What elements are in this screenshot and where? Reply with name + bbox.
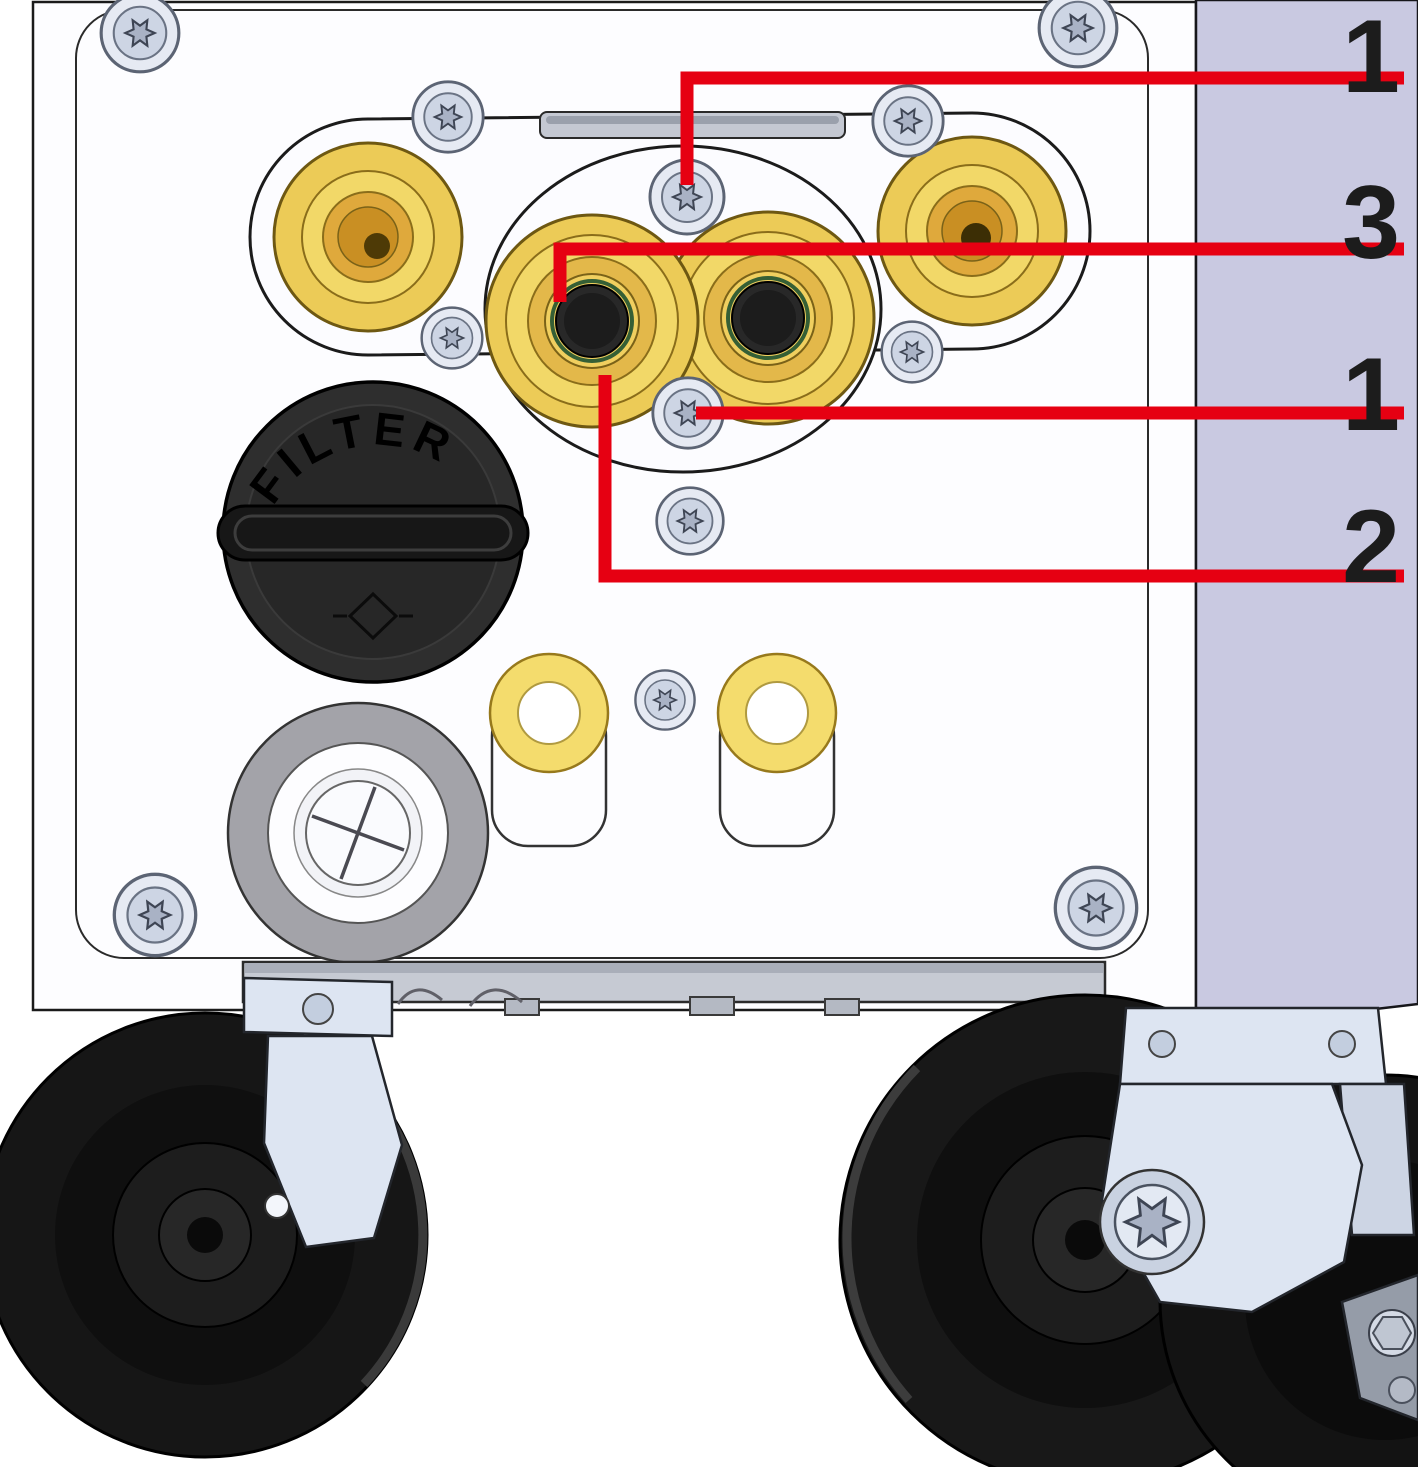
callout-line-3	[553, 242, 1404, 302]
round-bushing	[226, 701, 490, 965]
panel-screw-bottom-right	[1055, 867, 1136, 948]
ring-hole	[745, 681, 809, 745]
caster-left-kingpin	[302, 993, 334, 1025]
o-ring	[726, 276, 810, 360]
callout-line-1-top	[680, 71, 1404, 185]
callout-line-2	[598, 375, 1404, 583]
brass-connector-outer-left	[272, 141, 464, 333]
small-center-screw	[635, 670, 694, 729]
brass-socket-center-right	[660, 210, 876, 426]
rail-tab	[689, 996, 735, 1016]
tire-highlight	[842, 1064, 921, 1404]
callout-label-3: 3	[1342, 165, 1400, 281]
plate-screw-upper-right	[873, 86, 943, 156]
rail-shadow	[245, 963, 1103, 973]
rail-tab	[824, 998, 860, 1016]
brake-bolt-hex	[1371, 1316, 1413, 1350]
brass-connector-outer-right	[876, 135, 1068, 327]
hub-center	[187, 1217, 223, 1253]
hub-center	[1065, 1220, 1105, 1260]
caster-right	[838, 993, 1418, 1467]
plate-screw-mid-left	[422, 308, 483, 369]
machine-side-panel	[1194, 0, 1418, 1032]
plate-bolt	[1148, 1030, 1176, 1058]
plate-bolt	[1328, 1030, 1356, 1058]
callout-label-2: 2	[1342, 489, 1400, 605]
lower-center-screw	[657, 488, 724, 555]
brass-ring-right	[716, 652, 838, 774]
rail-tab	[504, 998, 540, 1016]
panel-screw-top-left	[101, 0, 179, 72]
callout-label-1-middle: 1	[1342, 337, 1400, 453]
filter-cap-emblem	[347, 591, 399, 641]
filter-cap	[216, 380, 530, 684]
o-ring	[550, 279, 634, 363]
rubber-center-inner	[564, 293, 620, 349]
panel-screw-bottom-left	[114, 874, 195, 955]
callout-label-1-top: 1	[1342, 0, 1400, 115]
panel-seam	[75, 9, 1149, 959]
caster-left-fork-hole	[264, 1193, 290, 1219]
caster-left	[0, 976, 429, 1459]
plate-screw-mid-right	[882, 322, 943, 383]
rail-clips	[396, 988, 523, 1007]
panel-screw-top-right	[1039, 0, 1117, 67]
bushing-cross	[311, 786, 405, 880]
bore-hole	[364, 233, 390, 259]
brake-nut	[1388, 1376, 1416, 1404]
caster-left-fork	[262, 1034, 404, 1249]
rubber-center-inner	[740, 290, 796, 346]
brass-ring-left	[488, 652, 610, 774]
ring-hole	[517, 681, 581, 745]
filter-cap-handle-ridge	[233, 514, 513, 552]
plate-screw-upper-left	[413, 82, 483, 152]
callout-lines	[553, 71, 1404, 583]
filter-cap-handle	[216, 504, 530, 562]
